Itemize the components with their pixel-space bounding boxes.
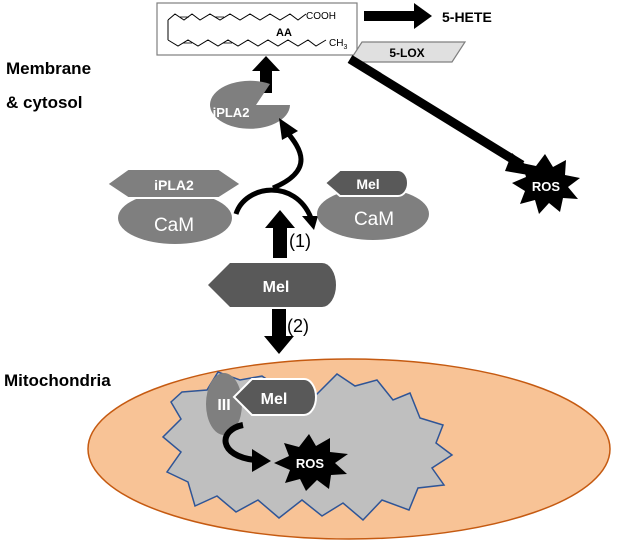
ros-label-cytosol: ROS	[532, 179, 561, 194]
cytosol-label: & cytosol	[6, 93, 83, 112]
lox-label: 5-LOX	[389, 46, 424, 60]
ros-burst-cytosol	[512, 154, 580, 214]
arrow-to-ros	[347, 55, 525, 169]
ipla2-active-label: iPLA2	[213, 105, 250, 120]
mel-free-shape	[208, 263, 336, 307]
ipla2-bound-label: iPLA2	[154, 177, 194, 193]
membrane-label: Membrane	[6, 59, 91, 78]
aa-chain-bottom	[167, 39, 327, 47]
ros-label-mito: ROS	[296, 456, 325, 471]
arrow-path-2	[264, 309, 294, 354]
complex-iii-label: III	[217, 397, 230, 414]
curved-arrow-swap	[233, 187, 314, 220]
arrow-up-to-aa	[252, 56, 280, 93]
complex-iii-shape	[206, 373, 242, 435]
arachidonic-acid: COOH AA CH3	[156, 2, 358, 56]
cam-right-label: CaM	[354, 209, 394, 230]
path-2-label: (2)	[287, 316, 309, 336]
hete-label: 5-HETE	[442, 9, 492, 25]
aa-name: AA	[276, 27, 292, 39]
lox-shape	[347, 41, 467, 63]
mel-mito-label: Mel	[261, 391, 288, 408]
aa-methyl: CH	[329, 38, 343, 49]
aa-carboxyl: COOH	[306, 11, 336, 22]
cam-right-shape	[317, 188, 429, 240]
curved-arrow-to-ros-mito	[222, 422, 256, 463]
ipla2-bound-shape	[105, 168, 243, 199]
mel-bound-shape	[323, 169, 409, 197]
arrow-path-1	[265, 210, 295, 258]
mel-bound-label: Mel	[356, 176, 379, 192]
mel-mito-shape	[232, 378, 317, 416]
mel-free-label: Mel	[263, 279, 290, 296]
mitochondria-label: Mitochondria	[4, 371, 111, 390]
ipla2-active-shape	[210, 80, 290, 129]
path-1-label: (1)	[289, 231, 311, 251]
aa-box	[156, 2, 358, 56]
svg-text:CH3: CH3	[329, 38, 347, 51]
cam-left-shape	[118, 192, 232, 244]
curved-arrow-release	[272, 130, 304, 191]
arrow-to-hete	[364, 3, 432, 29]
ros-burst-mito	[274, 434, 348, 491]
aa-methyl-sub: 3	[343, 44, 347, 51]
cam-left-label: CaM	[154, 215, 194, 236]
